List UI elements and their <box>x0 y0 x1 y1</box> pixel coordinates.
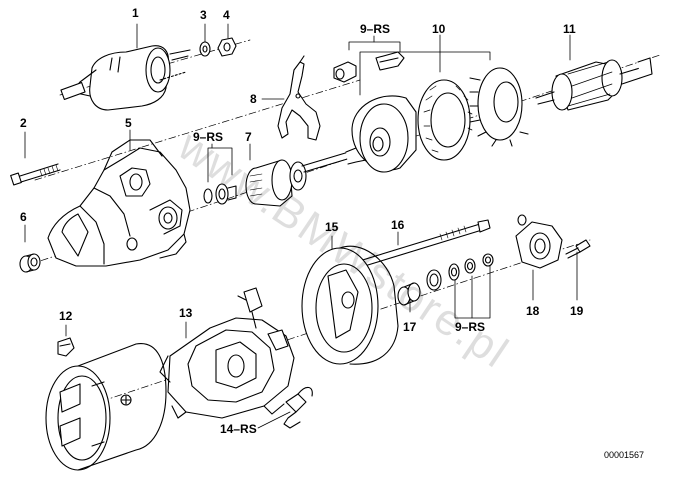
drive-end-housing <box>47 139 191 267</box>
bolt-2 <box>10 163 61 186</box>
callout-2: 2 <box>20 116 27 130</box>
drawing-code: 00001567 <box>604 450 645 460</box>
callout-9rs-bottom: 9–RS <box>455 320 486 334</box>
callout-1: 1 <box>132 6 139 20</box>
shift-fork-8 <box>277 55 321 141</box>
callout-17: 17 <box>403 320 417 334</box>
pinion-drive-7 <box>245 159 307 207</box>
callout-9rs-top: 9–RS <box>360 22 391 36</box>
nut-4 <box>217 37 237 57</box>
end-shield-15 <box>301 245 399 365</box>
callout-3: 3 <box>200 8 207 22</box>
shims-9rs-mid <box>203 183 237 205</box>
callout-15: 15 <box>325 220 339 234</box>
callout-4: 4 <box>223 8 230 22</box>
washer-3 <box>199 41 211 57</box>
cover-plate-18 <box>515 214 563 269</box>
callout-6: 6 <box>20 210 27 224</box>
long-bolt-16 <box>355 219 491 269</box>
callout-5: 5 <box>125 116 132 130</box>
screw-19 <box>565 239 591 259</box>
planetary-gear-10 <box>417 67 529 161</box>
callout-10: 10 <box>432 22 446 36</box>
callout-14rs: 14–RS <box>220 422 257 436</box>
pole-housing <box>45 343 167 471</box>
parts-9rs-top <box>333 51 405 83</box>
armature-11 <box>535 57 653 111</box>
bushing-6 <box>19 253 41 273</box>
callout-18: 18 <box>526 304 540 318</box>
callout-19: 19 <box>570 304 584 318</box>
callout-12: 12 <box>59 309 73 323</box>
washers-9rs-bottom <box>426 253 494 291</box>
brush-holder-13 <box>159 287 295 419</box>
callout-9rs-mid: 9–RS <box>193 130 224 144</box>
callout-8: 8 <box>250 92 257 106</box>
brush-14rs <box>283 386 313 429</box>
callout-13: 13 <box>179 306 193 320</box>
callout-11: 11 <box>563 22 576 36</box>
plug-12 <box>57 337 75 357</box>
callout-7: 7 <box>245 130 252 144</box>
solenoid-switch <box>60 45 191 111</box>
intermediate-bearing <box>351 95 417 173</box>
callout-16: 16 <box>391 218 405 232</box>
bush-17 <box>397 282 421 306</box>
